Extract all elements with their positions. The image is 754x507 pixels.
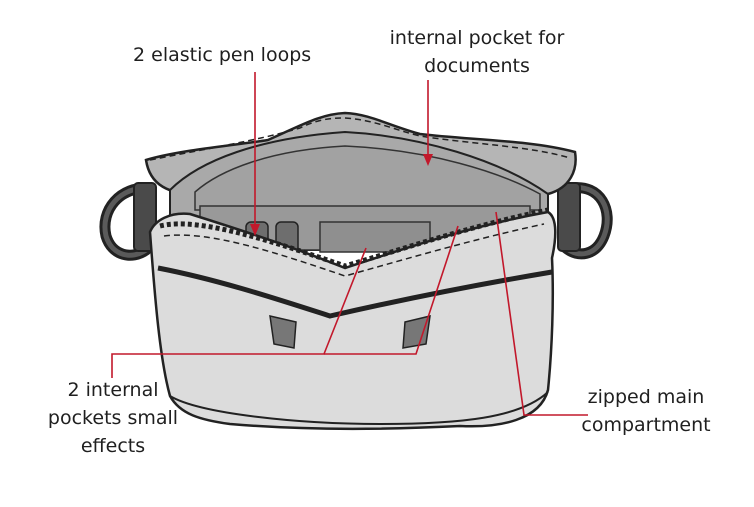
leader-main-compartment xyxy=(495,211,588,416)
leader-lines xyxy=(111,72,588,416)
leader-small-pockets-b xyxy=(324,225,459,355)
label-document-pocket: internal pocket for documents xyxy=(370,24,584,80)
bag-body xyxy=(148,210,557,431)
label-small-pockets-line2: pockets small xyxy=(47,407,179,429)
front-piping xyxy=(157,265,553,319)
label-small-pockets: 2 internal pockets small effects xyxy=(38,376,188,460)
label-main-compartment-line2: compartment xyxy=(581,414,711,436)
arrowhead-pen-loops xyxy=(250,224,260,236)
label-document-pocket-line1: internal pocket for xyxy=(389,27,565,49)
label-main-compartment: zipped main compartment xyxy=(572,383,720,439)
label-document-pocket-line2: documents xyxy=(424,55,530,77)
leader-small-pockets-a xyxy=(111,247,367,378)
bottom-band xyxy=(169,391,549,426)
document-pocket xyxy=(194,145,541,211)
label-small-pockets-line3: effects xyxy=(80,435,146,457)
label-pen-loops: 2 elastic pen loops xyxy=(133,44,312,66)
right-handle xyxy=(557,182,613,260)
arrowhead-document-pocket xyxy=(423,154,433,166)
label-small-pockets-line1: 2 internal xyxy=(67,379,159,401)
zipper xyxy=(149,117,571,277)
front-tabs xyxy=(269,315,431,349)
label-main-compartment-line1: zipped main xyxy=(587,386,705,408)
left-handle xyxy=(99,182,157,261)
